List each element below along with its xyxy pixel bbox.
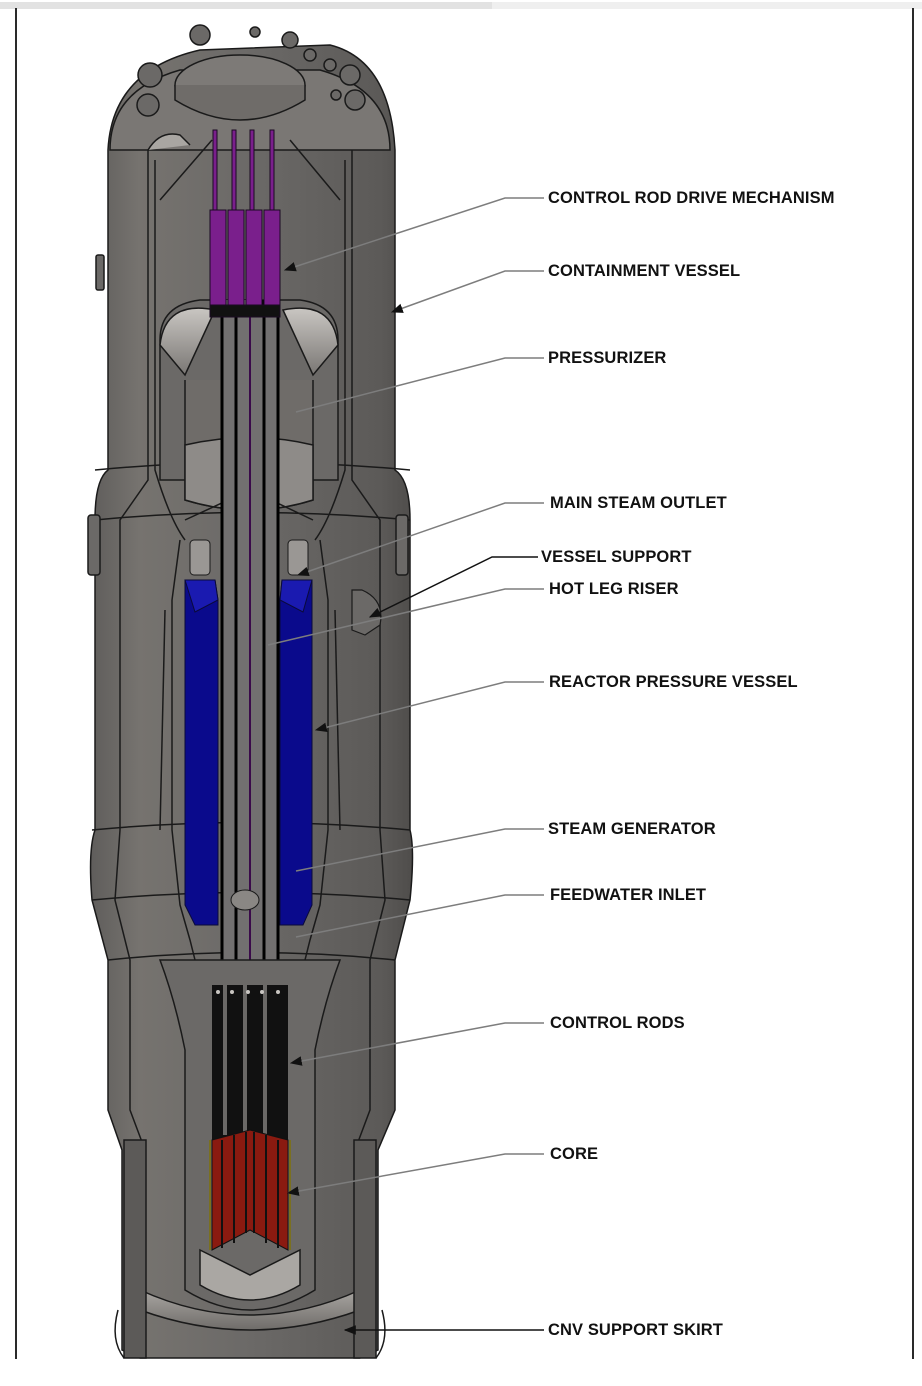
- leader-pressurizer: [295, 357, 544, 413]
- label-cnv-support-skirt: CNV SUPPORT SKIRT: [548, 1321, 723, 1339]
- leader-rpv: [314, 681, 544, 732]
- label-core: CORE: [550, 1145, 599, 1163]
- cnv-support-skirt: [114, 1139, 386, 1359]
- leader-steam-gen: [295, 828, 544, 872]
- label-control-rods: CONTROL RODS: [550, 1014, 685, 1032]
- label-vessel-support: VESSEL SUPPORT: [541, 548, 692, 566]
- steam-generator: [184, 579, 313, 926]
- label-main-steam-outlet: MAIN STEAM OUTLET: [550, 494, 727, 512]
- leader-vessel-support: [368, 556, 538, 618]
- leader-hot-leg: [267, 588, 544, 646]
- leader-control-rods: [289, 1022, 544, 1066]
- control-rod-drive-mechanism: [209, 129, 281, 318]
- leader-core: [286, 1153, 544, 1196]
- top-bar-segment: [0, 2, 492, 9]
- leader-crdm: [283, 197, 544, 272]
- frame-left-border: [15, 8, 17, 1359]
- label-steam-generator: STEAM GENERATOR: [548, 820, 716, 838]
- control-rods: [212, 985, 288, 1145]
- reactor-pressure-vessel: [159, 539, 341, 981]
- label-feedwater-inlet: FEEDWATER INLET: [550, 886, 707, 904]
- top-head: [109, 24, 391, 151]
- label-containment-vessel: CONTAINMENT VESSEL: [548, 262, 741, 280]
- core: [209, 1129, 291, 1251]
- leader-lines: [267, 197, 544, 1335]
- label-control-rod-drive-mechanism: CONTROL ROD DRIVE MECHANISM: [548, 189, 835, 207]
- leader-feedwater: [295, 894, 544, 938]
- label-hot-leg-riser: HOT LEG RISER: [549, 580, 679, 598]
- main-steam-plenum: [189, 539, 309, 576]
- label-pressurizer: PRESSURIZER: [548, 349, 667, 367]
- upper-chamber: [154, 139, 346, 541]
- leader-main-steam: [296, 502, 544, 576]
- leader-containment: [390, 270, 544, 313]
- frame-right-border: [912, 8, 914, 1359]
- label-reactor-pressure-vessel: REACTOR PRESSURE VESSEL: [549, 673, 798, 691]
- hot-leg-riser: [220, 300, 280, 1130]
